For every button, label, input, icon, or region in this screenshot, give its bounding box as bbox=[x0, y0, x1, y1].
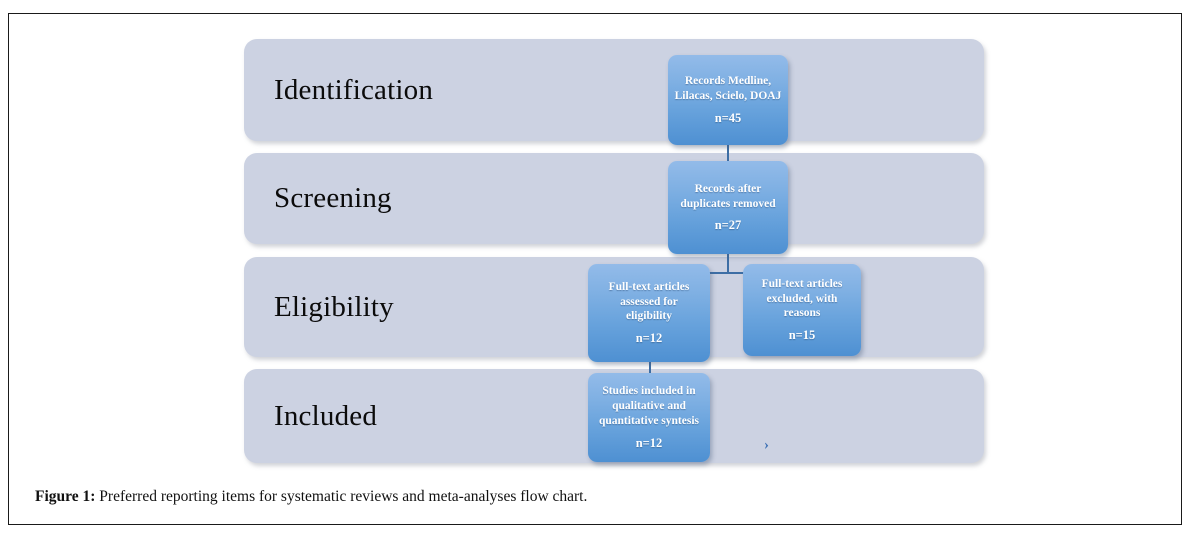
node-duplicates-line1: Records after bbox=[694, 182, 762, 195]
node-excluded-line3: reasons bbox=[783, 307, 821, 320]
connector-records-to-duplicates bbox=[727, 145, 729, 162]
node-records-line1: Records Medline, bbox=[684, 75, 772, 88]
node-excluded-count: n=15 bbox=[788, 328, 816, 343]
node-assessed-line3: eligibility bbox=[626, 310, 672, 323]
node-duplicates-line2: duplicates removed bbox=[680, 197, 776, 210]
connector-split-horizontal bbox=[649, 272, 802, 274]
node-fulltext-excluded: Full-text articles excluded, with reason… bbox=[743, 264, 861, 356]
stage-label-included: Included bbox=[274, 399, 378, 432]
node-records-after-duplicates: Records after duplicates removed n=27 bbox=[668, 161, 788, 254]
node-excluded-line1: Full-text articles bbox=[761, 277, 843, 290]
chevron-right-icon: › bbox=[764, 437, 769, 453]
figure-caption: Figure 1: Preferred reporting items for … bbox=[35, 488, 587, 506]
node-studies-included: Studies included in qualitative and quan… bbox=[588, 373, 710, 462]
figure-caption-text: Preferred reporting items for systematic… bbox=[95, 488, 588, 505]
figure-caption-label: Figure 1: bbox=[35, 488, 96, 505]
node-included-line3: quantitative syntesis bbox=[599, 414, 699, 427]
node-excluded-line2: excluded, with bbox=[766, 292, 838, 305]
node-records-count: n=45 bbox=[714, 110, 742, 125]
node-included-line2: qualitative and bbox=[612, 400, 686, 413]
node-duplicates-count: n=27 bbox=[714, 218, 742, 233]
node-assessed-line2: assessed for bbox=[620, 295, 678, 308]
node-records-identified: Records Medline, Lilacas, Scielo, DOAJ n… bbox=[668, 55, 788, 145]
node-fulltext-assessed: Full-text articles assessed for eligibil… bbox=[588, 264, 710, 362]
node-assessed-line1: Full-text articles bbox=[608, 280, 690, 293]
node-included-line1: Studies included in bbox=[602, 385, 696, 398]
node-assessed-count: n=12 bbox=[635, 331, 663, 346]
stage-band-screening: Screening bbox=[244, 153, 984, 244]
stage-label-eligibility: Eligibility bbox=[274, 290, 394, 323]
stage-label-identification: Identification bbox=[274, 73, 434, 106]
figure-frame: Identification Screening Eligibility Inc… bbox=[8, 13, 1182, 525]
stage-label-screening: Screening bbox=[274, 182, 392, 214]
node-included-count: n=12 bbox=[635, 435, 663, 450]
stage-band-identification: Identification bbox=[244, 39, 984, 141]
node-records-line2: Lilacas, Scielo, DOAJ bbox=[674, 90, 782, 102]
connector-duplicates-down bbox=[727, 254, 729, 273]
